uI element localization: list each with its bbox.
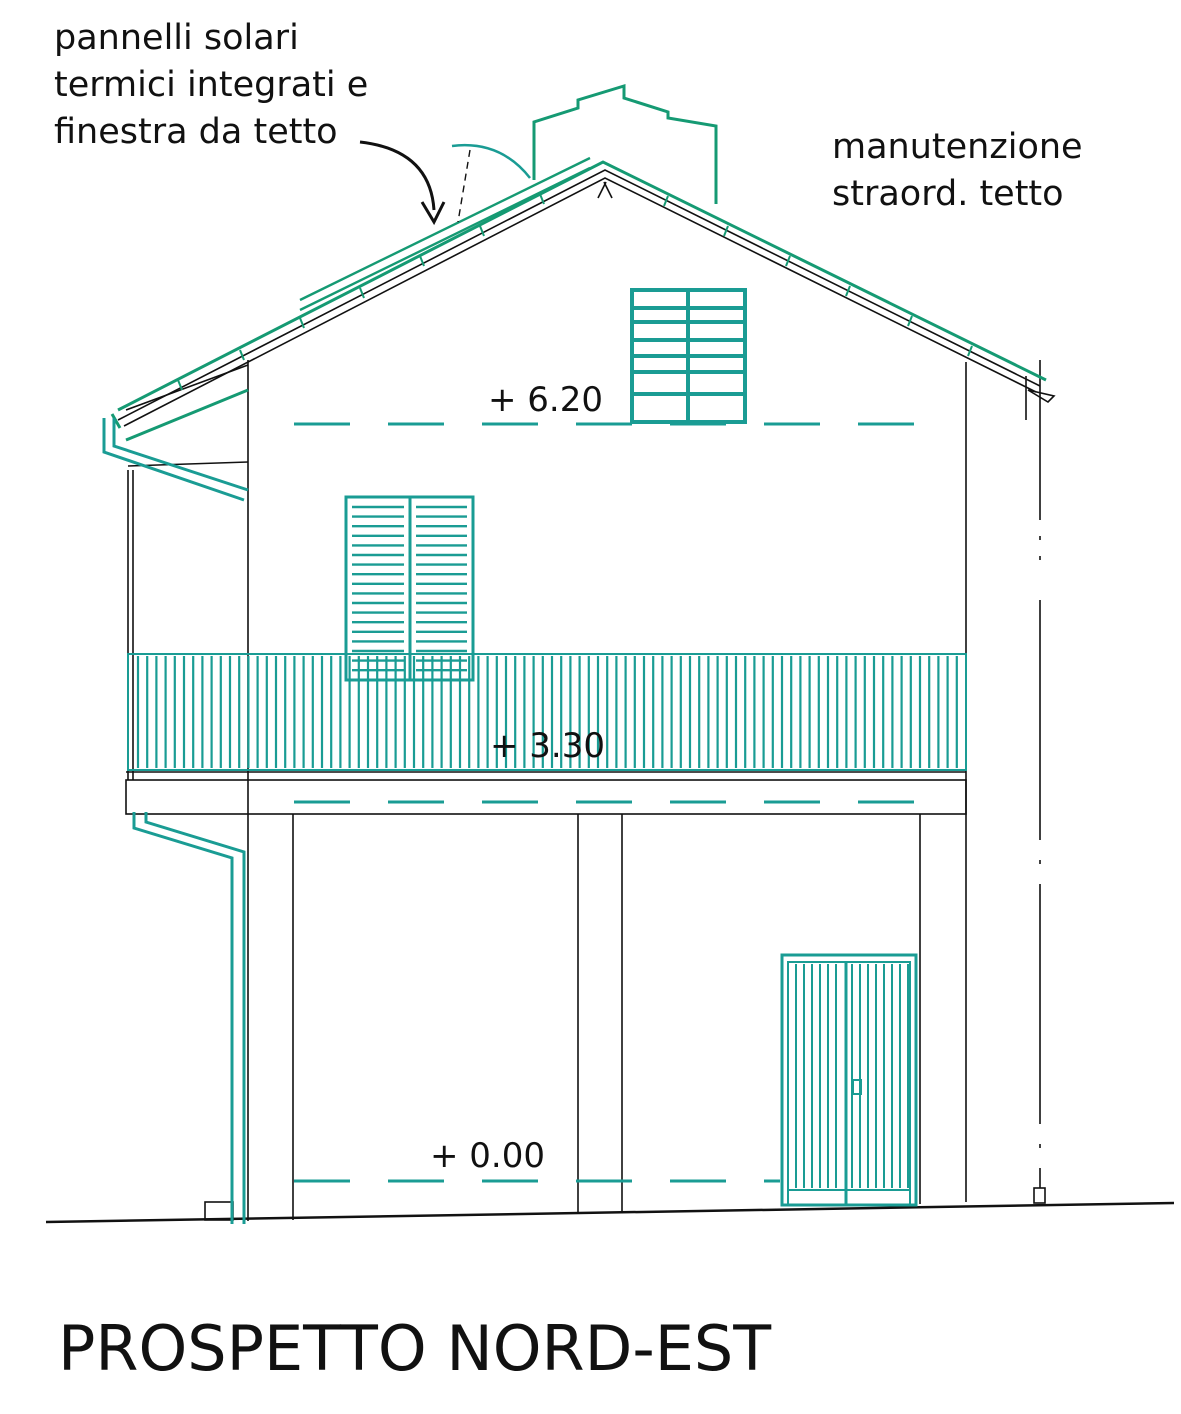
roof-structure (117, 169, 1056, 427)
roof-window (451, 143, 531, 223)
balcony-railing (127, 653, 967, 771)
roof-maintenance-note-line-1: manutenzione (832, 127, 1083, 167)
level-label-middle: + 3.30 (490, 726, 605, 766)
solar-panel-note: pannelli solari termici integrati e fine… (54, 15, 368, 156)
solar-panel-note-line-1: pannelli solari (54, 18, 299, 58)
ground-floor-door (780, 953, 918, 1207)
drawing-title: PROSPETTO NORD-EST (58, 1312, 772, 1385)
roof-tiles (110, 156, 1047, 442)
chimney (532, 83, 718, 204)
roof-maintenance-note: manutenzione straord. tetto (832, 124, 1083, 218)
gutter-downpipe (102, 418, 249, 1224)
leader-arrow (359, 140, 446, 226)
solar-panel-note-line-2: termici integrati e (54, 65, 369, 105)
ground-line (45, 1201, 1175, 1224)
upper-window (630, 288, 747, 424)
level-label-ground: + 0.00 (430, 1136, 545, 1176)
solar-panel-note-line-3: finestra da tetto (54, 112, 338, 152)
roof-maintenance-note-line-2: straord. tetto (832, 174, 1064, 214)
building-walls (125, 360, 1046, 1221)
level-lines (294, 422, 920, 1183)
shuttered-window (344, 495, 475, 682)
level-label-top: + 6.20 (488, 380, 603, 420)
